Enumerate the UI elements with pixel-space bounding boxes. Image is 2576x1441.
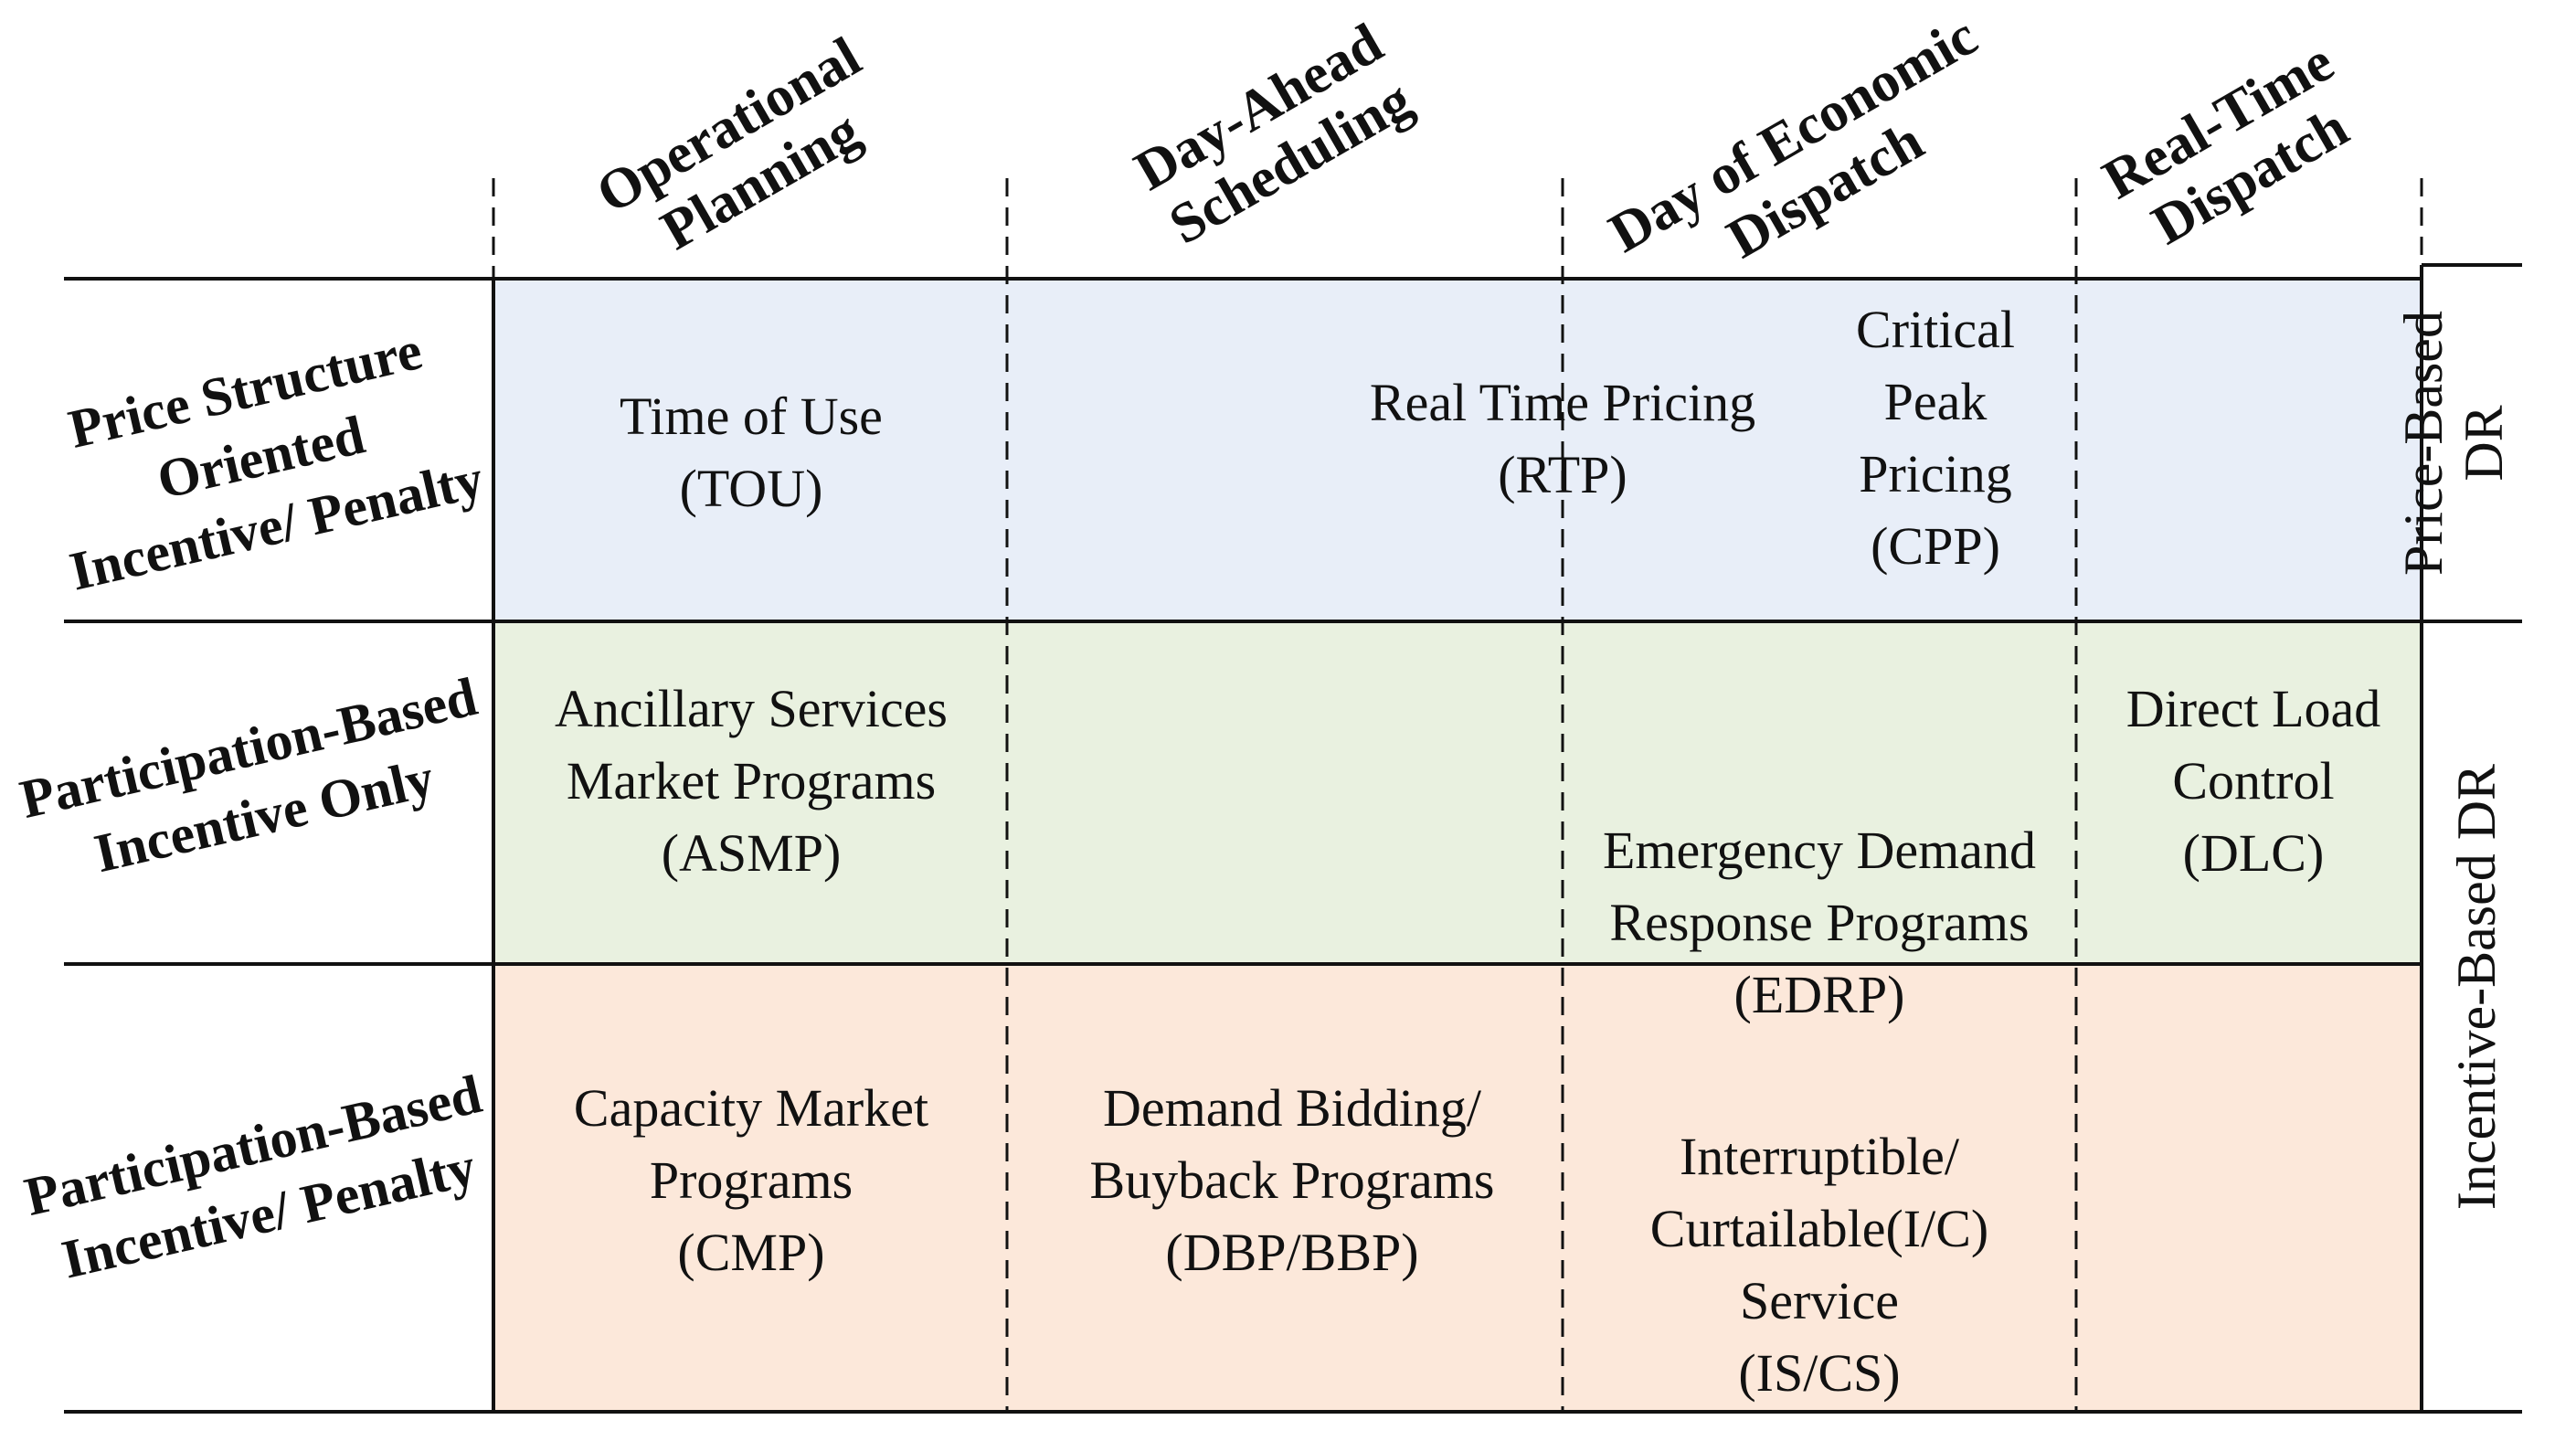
row-header-participation-incentive-only: Participation-BasedIncentive Only	[15, 666, 498, 897]
row-header-text: Participation-BasedIncentive/ Penalty	[19, 1064, 503, 1295]
column-header-real-time-dispatch: Real-TimeDispatch	[2093, 30, 2376, 266]
side-label-price-based-dr: Price-BasedDR	[2393, 311, 2514, 576]
column-header-day-of-economic-dispatch: Day of EconomicDispatch	[1599, 5, 2019, 320]
program-line: Ancillary Services	[555, 679, 948, 738]
side-label-text: Incentive-Based DR	[2446, 764, 2507, 1210]
program-line: Interruptible/	[1680, 1127, 1960, 1186]
column-header-day-ahead-scheduling: Day-AheadScheduling	[1125, 12, 1426, 258]
program-line: Response Programs	[1609, 893, 2029, 952]
column-header-operational-planning: OperationalPlanning	[587, 26, 903, 281]
row-header-participation-incentive-penalty: Participation-BasedIncentive/ Penalty	[19, 1064, 503, 1295]
participation-incentive-penalty-band	[493, 964, 2422, 1412]
program-line: (ASMP)	[662, 823, 842, 883]
program-line: Direct Load	[2126, 679, 2381, 738]
program-line: (EDRP)	[1734, 965, 1905, 1024]
program-line: Market Programs	[567, 751, 936, 811]
program-line: Buyback Programs	[1090, 1150, 1495, 1210]
program-tou: Time of Use (TOU)	[620, 387, 883, 518]
program-line: (RTP)	[1498, 445, 1627, 504]
program-line: Demand Bidding/	[1103, 1078, 1482, 1138]
program-dbp-bbp: Demand Bidding/Buyback Programs (DBP/BBP)	[1090, 1078, 1495, 1282]
program-line: Service	[1740, 1271, 1899, 1330]
program-line: Curtailable(I/C)	[1650, 1199, 1988, 1258]
row-header-text: Participation-BasedIncentive Only	[15, 666, 498, 897]
side-label-incentive-based-dr: Incentive-Based DR	[2446, 764, 2507, 1210]
column-separators	[492, 178, 2423, 1412]
price-structure-band	[493, 279, 2422, 621]
column-header-text: Day of EconomicDispatch	[1599, 5, 2019, 320]
side-label-line: DR	[2454, 405, 2514, 481]
program-line: (CMP)	[677, 1223, 824, 1282]
program-line: Control	[2172, 751, 2334, 811]
side-label-line: Incentive-Based DR	[2446, 764, 2507, 1210]
program-line: Capacity Market	[574, 1078, 928, 1138]
grid-lines	[64, 263, 2522, 1414]
row-header-price-structure: Price StructureOrientedIncentive/ Penalt…	[33, 313, 489, 602]
program-line: Peak	[1884, 372, 1988, 431]
program-line: Critical	[1856, 300, 2015, 359]
program-line: (CPP)	[1871, 516, 2000, 576]
program-line: (IS/CS)	[1738, 1343, 1900, 1403]
program-line: (TOU)	[680, 459, 823, 518]
program-is-cs: Interruptible/Curtailable(I/C) Service (IS…	[1650, 1127, 1988, 1403]
row-header-text: Price StructureOrientedIncentive/ Penalt…	[33, 313, 489, 601]
participation-incentive-only-band	[493, 621, 2422, 964]
program-line: (DBP/BBP)	[1165, 1223, 1418, 1282]
program-line: Time of Use	[620, 387, 883, 446]
program-line: Programs	[650, 1150, 853, 1210]
program-rtp: Real Time Pricing (RTP)	[1370, 373, 1755, 504]
column-header-text: Real-TimeDispatch	[2093, 30, 2376, 266]
program-line: Real Time Pricing	[1370, 373, 1755, 432]
program-line: (DLC)	[2183, 823, 2325, 883]
program-line: Pricing	[1859, 444, 2012, 503]
program-line: Emergency Demand	[1603, 821, 2036, 880]
column-header-text: OperationalPlanning	[587, 26, 903, 281]
side-label-line: Price-Based	[2393, 311, 2454, 576]
column-header-text: Day-AheadScheduling	[1125, 12, 1426, 258]
side-label-text: Price-BasedDR	[2393, 311, 2514, 576]
